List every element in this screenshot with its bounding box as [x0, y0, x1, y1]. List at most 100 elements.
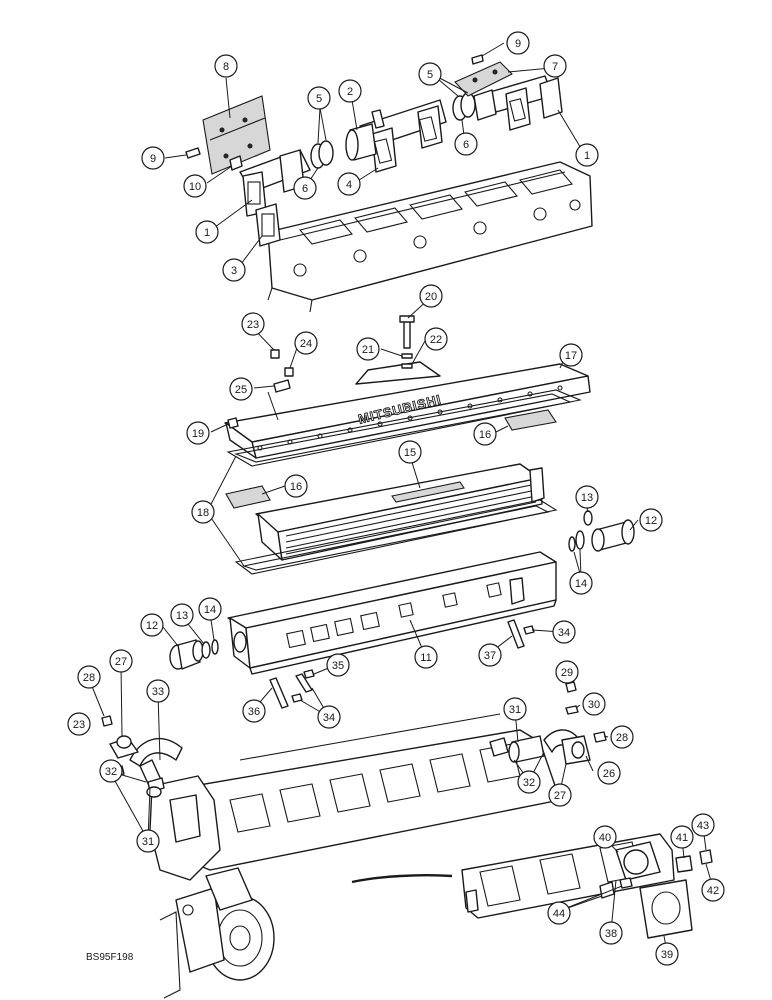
figure-code: BS95F198	[86, 952, 134, 963]
callout-6-a: 6	[293, 176, 317, 200]
callout-label: 23	[73, 719, 85, 731]
callout-label: 5	[316, 93, 322, 105]
manifold-gasket-3	[255, 203, 281, 247]
callout-37: 37	[478, 643, 502, 667]
callout-28-b: 28	[610, 725, 634, 749]
callout-label: 2	[347, 86, 353, 98]
callout-3: 3	[222, 258, 246, 282]
callout-22: 22	[424, 327, 448, 351]
callout-label: 4	[346, 179, 352, 191]
ground-stroke	[351, 874, 453, 884]
callout-6-b: 6	[454, 132, 478, 156]
callout-label: 34	[558, 627, 570, 639]
callout-35: 35	[326, 653, 350, 677]
callout-14-a: 14	[198, 597, 222, 621]
callout-17: 17	[559, 343, 583, 367]
callout-8: 8	[214, 54, 238, 78]
callout-label: 37	[484, 650, 496, 662]
flange-12-right	[591, 519, 635, 552]
cylinder-head-top	[267, 161, 593, 313]
callout-5-b: 5	[418, 62, 442, 86]
studs-and-nuts-middle	[269, 619, 535, 709]
callout-20: 20	[419, 284, 443, 308]
gasket-39	[639, 879, 693, 939]
bolts-23-24-25	[270, 349, 294, 393]
callout-label: 26	[603, 768, 615, 780]
callout-38: 38	[599, 921, 623, 945]
callout-1-a: 1	[195, 220, 219, 244]
callout-11: 11	[414, 645, 438, 669]
callout-31-b: 31	[503, 697, 527, 721]
callout-label: 5	[427, 69, 433, 81]
callout-label: 1	[584, 150, 590, 162]
small-parts-41-42-43	[675, 849, 713, 873]
callout-5-a: 5	[307, 86, 331, 110]
callout-label: 38	[605, 928, 617, 940]
cover-plate-16-right	[504, 409, 557, 431]
callout-10: 10	[183, 174, 207, 198]
oring-13-14-right	[568, 510, 593, 552]
callout-19: 19	[186, 421, 210, 445]
callout-label: 35	[332, 660, 344, 672]
callout-26: 26	[597, 761, 621, 785]
callout-15: 15	[398, 440, 422, 464]
flange-12-left	[169, 639, 204, 670]
callout-label: 18	[197, 507, 209, 519]
callout-13-a: 13	[170, 603, 194, 627]
callout-label: 28	[616, 732, 628, 744]
callout-4: 4	[337, 172, 361, 196]
oring-13-14-left	[201, 639, 219, 659]
callout-18: 18	[191, 500, 215, 524]
callout-27-b: 27	[548, 783, 572, 807]
intercooler-case-11	[227, 551, 557, 675]
callout-9-a: 9	[141, 146, 165, 170]
heat-shield-bracket-8	[202, 95, 271, 175]
callout-label: 9	[515, 38, 521, 50]
callout-label: 32	[523, 777, 535, 789]
callout-label: 3	[231, 265, 237, 277]
callout-label: 14	[204, 604, 216, 616]
callout-label: 25	[235, 384, 247, 396]
callout-label: 42	[707, 885, 719, 897]
callout-32-b: 32	[517, 770, 541, 794]
callout-16-b: 16	[284, 474, 308, 498]
callout-label: 40	[599, 832, 611, 844]
callout-label: 16	[290, 481, 302, 493]
callout-label: 9	[150, 153, 156, 165]
callout-42: 42	[701, 878, 725, 902]
callout-29: 29	[555, 660, 579, 684]
callout-40: 40	[593, 825, 617, 849]
callout-label: 27	[115, 656, 127, 668]
callout-label: 1	[204, 227, 210, 239]
callout-25: 25	[229, 377, 253, 401]
callout-label: 31	[509, 704, 521, 716]
callout-27-a: 27	[109, 649, 133, 673]
callout-label: 28	[83, 672, 95, 684]
callout-label: 14	[575, 578, 587, 590]
callout-32-a: 32	[99, 759, 123, 783]
cover-plate-16-left	[225, 485, 271, 509]
callout-label: 22	[430, 334, 442, 346]
callout-label: 34	[323, 712, 335, 724]
callout-28-a: 28	[77, 665, 101, 689]
callout-label: 17	[565, 350, 577, 362]
callout-1-b: 1	[575, 143, 599, 167]
callout-label: 11	[420, 652, 431, 664]
callout-label: 41	[676, 832, 688, 844]
callout-14-b: 14	[569, 571, 593, 595]
callout-34-a: 34	[317, 705, 341, 729]
callout-label: 6	[302, 183, 308, 195]
callout-label: 43	[697, 820, 709, 832]
callout-label: 15	[404, 447, 416, 459]
exhaust-manifold	[239, 75, 563, 217]
callout-label: 10	[189, 181, 201, 193]
callout-label: 29	[561, 667, 573, 679]
gasket-18-upper	[226, 389, 582, 467]
callout-label: 23	[247, 319, 259, 331]
callout-layer: 1 1 2 3 4 5 5 6 6 7 8 9 9 10 11 12 12 13…	[67, 31, 725, 966]
callout-label: 6	[463, 139, 469, 151]
callout-label: 24	[300, 338, 312, 350]
callout-label: 20	[425, 291, 437, 303]
